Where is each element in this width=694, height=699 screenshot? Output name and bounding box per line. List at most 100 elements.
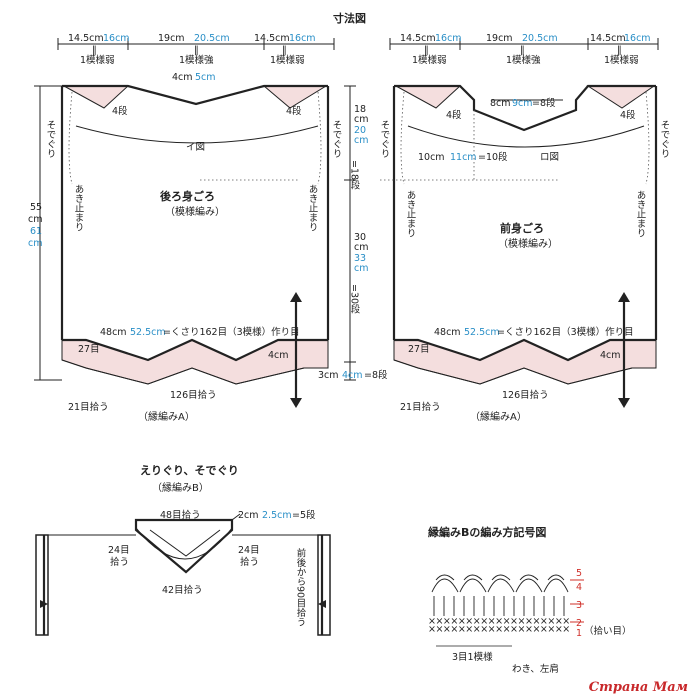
front-center-unit: 1模様強 xyxy=(506,54,541,66)
back-opening-right: あき止まり xyxy=(307,184,319,232)
back-rows-left: 4段 xyxy=(112,105,128,117)
chart-row1: 1 xyxy=(576,628,582,639)
collar-pick-24-left-2: 拾う xyxy=(110,556,129,568)
front-rows-right: 4段 xyxy=(620,109,636,121)
front-left-unit: 1模様弱 xyxy=(412,54,447,66)
front-bottom-rest: =くさり162目（3模様）作り目 xyxy=(497,326,634,338)
back-height-unit: cm xyxy=(28,214,42,225)
collar-band-rows: =5段 xyxy=(292,509,316,521)
back-bottom-dim-large: 52.5cm xyxy=(130,327,166,338)
back-center-eq: ‖ xyxy=(194,45,199,56)
collar-band-cm: 2cm xyxy=(238,510,259,521)
front-rows-left: 4段 xyxy=(446,109,462,121)
front-right-unit: 1模様弱 xyxy=(604,54,639,66)
middle-dimensions xyxy=(344,85,356,381)
front-edge-4cm: 4cm xyxy=(600,350,621,361)
back-left-dim: 14.5cm xyxy=(68,33,104,44)
front-top-dimensions: 14.5cm 16cm ‖ 1模様弱 19cm 20.5cm ‖ 1模様強 14… xyxy=(389,33,659,66)
back-body xyxy=(34,84,330,408)
mid-hem-cm-large: 4cm xyxy=(342,370,363,381)
back-height-unit-large: cm xyxy=(28,238,42,249)
back-edge-a: （縁編みA） xyxy=(138,410,195,423)
front-neck-dim: 8cm xyxy=(490,98,511,109)
mid-top-cm-large: 20 xyxy=(354,125,366,136)
collar-pick-24-left: 24目 xyxy=(108,545,130,556)
mid-body-unit-large: cm xyxy=(354,263,368,274)
front-opening-left: あき止まり xyxy=(405,190,417,238)
collar-pick-24-right-2: 拾う xyxy=(240,556,259,568)
collar-pick-48: 48目拾う xyxy=(160,509,201,521)
collar-title: えりぐり、そでぐり xyxy=(140,464,239,477)
back-height-large: 61 xyxy=(30,226,42,237)
front-right-dim-large: 16cm xyxy=(624,33,651,44)
stitch-chart: ××××××××××××××××××× ××××××××××××××××××× xyxy=(428,574,584,647)
front-center-dim-large: 20.5cm xyxy=(522,33,558,44)
back-cuff-right: そでぐり xyxy=(331,120,343,158)
mid-body-cm: 30 xyxy=(354,232,366,243)
front-cuff-right: そでぐり xyxy=(659,120,671,158)
collar-pick-42: 42目拾う xyxy=(162,584,203,596)
mid-body-rows: =30段 xyxy=(349,284,361,314)
chart-pick-note: （拾い目） xyxy=(584,625,632,637)
front-subtitle: （模様編み） xyxy=(498,237,558,250)
front-left-eq: ‖ xyxy=(424,45,429,56)
collar-pick-24-right: 24目 xyxy=(238,545,260,556)
front-left-dim: 14.5cm xyxy=(400,33,436,44)
front-neck-rows: =8段 xyxy=(532,97,556,109)
chart-title: 縁編みBの編み方記号図 xyxy=(428,525,546,539)
back-ref: イ図 xyxy=(186,142,205,153)
front-pick-126: 126目拾う xyxy=(502,389,549,401)
front-center-eq: ‖ xyxy=(520,45,525,56)
front-right-dim: 14.5cm xyxy=(590,33,626,44)
back-opening-left: あき止まり xyxy=(73,184,85,232)
svg-text:×××××××××××××××××××: ××××××××××××××××××× xyxy=(428,616,570,627)
back-rows-27: 27目 xyxy=(78,344,100,355)
front-ref: ロ図 xyxy=(540,152,559,163)
chart-start: わき、左肩 xyxy=(512,663,559,675)
mid-hem-cm: 3cm xyxy=(318,370,339,381)
collar-armhole: 前後から90目拾う xyxy=(295,547,307,626)
back-cuff-left: そでぐり xyxy=(45,120,57,158)
back-right-eq: ‖ xyxy=(282,45,287,56)
chart-row5: 5 xyxy=(576,568,582,579)
mid-top-cm: 18 xyxy=(354,104,366,115)
collar-band-cm-large: 2.5cm xyxy=(262,510,292,521)
collar-diagram xyxy=(35,513,331,636)
watermark: Страна Мам xyxy=(588,680,688,695)
front-bottom-dim-large: 52.5cm xyxy=(464,327,500,338)
front-depth-rows: =10段 xyxy=(478,151,508,163)
back-bottom-rest: =くさり162目（3模様）作り目 xyxy=(163,326,300,338)
front-bottom-dim: 48cm xyxy=(434,327,461,338)
chart-row4: 4 xyxy=(576,582,582,593)
back-center-dim: 19cm xyxy=(158,33,185,44)
collar-subtitle: （縁編みB） xyxy=(152,481,209,494)
front-body xyxy=(380,84,658,408)
front-title: 前身ごろ xyxy=(500,221,544,235)
back-pick-21: 21目拾う xyxy=(68,401,109,413)
chart-repeat: 3目1模様 xyxy=(452,651,493,663)
mid-top-unit-large: cm xyxy=(354,135,368,146)
front-edge-a: （縁編みA） xyxy=(470,410,527,423)
front-right-eq: ‖ xyxy=(617,45,622,56)
front-rows-27: 27目 xyxy=(408,344,430,355)
back-neck-dim: 4cm xyxy=(172,72,193,83)
back-right-dim: 14.5cm xyxy=(254,33,290,44)
front-depth: 10cm xyxy=(418,152,445,163)
back-title: 後ろ身ごろ xyxy=(160,189,215,203)
front-opening-right: あき止まり xyxy=(635,190,647,238)
mid-hem-rows: =8段 xyxy=(364,369,388,381)
back-left-eq: ‖ xyxy=(92,45,97,56)
back-pick-126: 126目拾う xyxy=(170,389,217,401)
front-neck-dim-large: 9cm xyxy=(512,98,533,109)
back-right-unit: 1模様弱 xyxy=(270,54,305,66)
back-neck-dim-large: 5cm xyxy=(195,72,216,83)
front-cuff-left: そでぐり xyxy=(379,120,391,158)
back-subtitle: （模様編み） xyxy=(165,205,225,218)
front-left-dim-large: 16cm xyxy=(435,33,462,44)
front-depth-large: 11cm xyxy=(450,152,477,163)
front-pick-21: 21目拾う xyxy=(400,401,441,413)
back-center-unit: 1模様強 xyxy=(179,54,214,66)
back-rows-right: 4段 xyxy=(286,105,302,117)
back-center-dim-large: 20.5cm xyxy=(194,33,230,44)
